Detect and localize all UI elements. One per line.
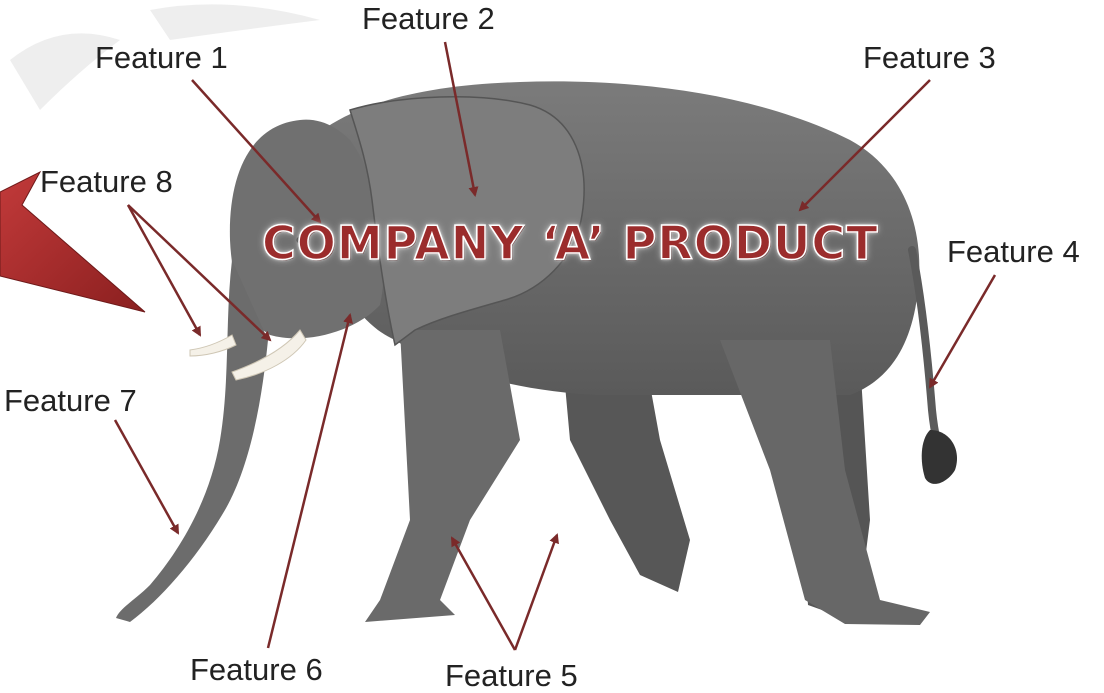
arrow-feature-6 xyxy=(266,313,353,649)
elephant-head xyxy=(229,119,384,339)
background-watermark xyxy=(10,4,320,111)
elephant-tail-tuft xyxy=(921,430,958,484)
arrow-feature-8b xyxy=(127,204,272,342)
elephant-ear xyxy=(349,96,585,347)
arrow-feature-1 xyxy=(191,79,322,224)
label-feature-3: Feature 3 xyxy=(863,40,996,75)
label-feature-2: Feature 2 xyxy=(362,1,495,36)
product-title: COMPANY ‘A’ PRODUCT xyxy=(261,216,879,270)
arrow-feature-7 xyxy=(113,419,180,535)
label-feature-6: Feature 6 xyxy=(190,652,323,687)
elephant-near-hind-leg xyxy=(720,340,930,625)
elephant-tusk-left xyxy=(189,334,237,357)
elephant-far-front-leg xyxy=(560,330,690,592)
arrow-feature-5b xyxy=(513,533,559,651)
arrow-feature-8a xyxy=(126,204,202,337)
elephant-trunk xyxy=(116,260,268,622)
elephant-eye xyxy=(296,236,304,244)
elephant-near-front-leg xyxy=(365,330,520,622)
arrow-feature-2 xyxy=(443,41,479,197)
callout-shape xyxy=(0,170,146,313)
elephant-tusk-right xyxy=(231,329,307,381)
label-feature-7: Feature 7 xyxy=(4,383,137,418)
label-feature-8: Feature 8 xyxy=(40,164,173,199)
arrow-feature-3 xyxy=(798,79,931,212)
elephant-illustration xyxy=(116,81,958,625)
arrows xyxy=(113,41,997,651)
arrow-feature-5a xyxy=(450,536,517,651)
arrow-feature-4 xyxy=(928,274,997,389)
label-feature-5: Feature 5 xyxy=(445,658,578,693)
label-feature-4: Feature 4 xyxy=(947,234,1080,269)
label-feature-1: Feature 1 xyxy=(95,40,228,75)
